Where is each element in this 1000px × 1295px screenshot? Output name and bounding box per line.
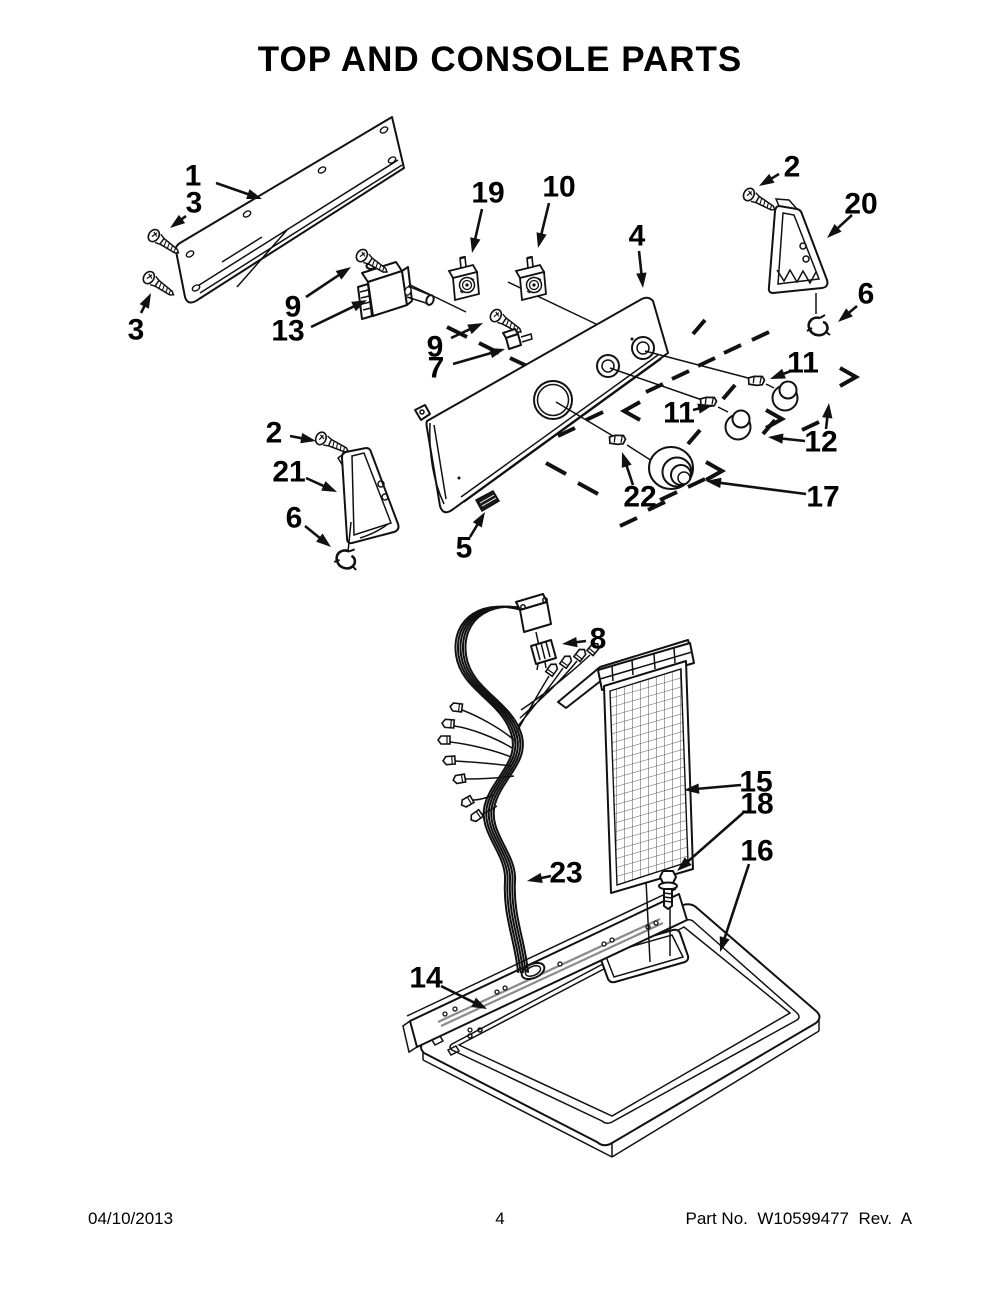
callout-part-20-9: 20 <box>827 188 878 238</box>
callout-part-2-18: 2 <box>266 417 316 450</box>
callout-part-15-23: 15 <box>684 766 773 799</box>
chevron-mark <box>705 460 727 482</box>
callout-part-19-5: 19 <box>470 177 505 253</box>
harness-terminal <box>468 808 485 824</box>
callout-part-22-16: 22 <box>621 452 657 514</box>
part-number-label: 15 <box>739 766 772 799</box>
part-number-label: 17 <box>806 481 839 514</box>
part-number-label: 6 <box>858 278 875 311</box>
callout-part-11-14: 11 <box>770 347 819 380</box>
part-number-label: 1 <box>185 160 202 193</box>
callout-part-8-22: 8 <box>562 623 606 656</box>
part-number-label: 16 <box>740 835 773 868</box>
harness-terminal <box>448 701 464 713</box>
part-number-label: 2 <box>784 151 801 184</box>
part-10-switch <box>514 255 548 302</box>
callout-part-21-19: 21 <box>272 456 337 492</box>
part-number-label: 23 <box>549 857 582 890</box>
harness-terminal <box>451 773 467 785</box>
part-number-label: 20 <box>844 188 877 221</box>
part-number-label: 21 <box>272 456 305 489</box>
part-5-nameplate <box>474 490 501 513</box>
part-number-label: 3 <box>128 314 145 347</box>
part-17-timer-knob <box>648 446 694 490</box>
callout-part-7-12: 7 <box>428 348 505 385</box>
part-number-label: 11 <box>787 347 819 380</box>
harness-terminal <box>458 794 475 810</box>
callout-part-10-6: 10 <box>536 171 576 248</box>
part-8-switch <box>515 593 557 671</box>
part-number-label: 9 <box>427 331 444 364</box>
part-number-label: 10 <box>542 171 575 204</box>
part-21-end-cap-left <box>336 447 400 553</box>
chevron-mark <box>619 400 641 422</box>
callout-part-5-21: 5 <box>456 512 485 565</box>
callout-part-18-24: 18 <box>677 788 774 871</box>
chevron-mark <box>839 366 861 388</box>
part-number-label: 19 <box>471 177 504 210</box>
part-number-label: 5 <box>456 532 473 565</box>
callout-part-6-20: 6 <box>286 502 331 547</box>
part-12-knob-right <box>771 380 799 412</box>
part-number-label: 12 <box>804 426 837 459</box>
part-number-label: 13 <box>271 315 304 348</box>
part-number-label: 22 <box>623 481 656 514</box>
part-4-console-panel <box>414 296 669 514</box>
part-19-switch <box>447 255 481 302</box>
part-number-label: 18 <box>740 788 773 821</box>
callout-part-13-4: 13 <box>271 300 367 348</box>
callout-part-6-10: 6 <box>838 278 875 322</box>
callout-part-11-13: 11 <box>663 397 713 430</box>
part-13-timer <box>357 261 435 320</box>
callout-part-1-0: 1 <box>185 160 262 199</box>
part-6-clip-left <box>332 544 361 572</box>
harness-terminal <box>441 755 457 766</box>
harness-terminal <box>558 653 574 670</box>
part-number-label: 2 <box>266 417 283 450</box>
harness-terminal <box>437 735 451 745</box>
callout-part-4-7: 4 <box>629 220 647 288</box>
part-23-wire-harness <box>437 605 602 973</box>
part-number-label: 3 <box>186 187 203 220</box>
part-12-knob-left <box>724 409 752 441</box>
callout-part-2-8: 2 <box>759 151 801 186</box>
harness-terminal <box>440 718 456 729</box>
part-number-label: 6 <box>286 502 303 535</box>
part-6-clip-right <box>805 313 832 337</box>
part-3-screw-lower <box>140 268 178 301</box>
callout-part-17-17: 17 <box>706 477 840 514</box>
callout-part-9-3: 9 <box>285 267 351 324</box>
part-11-clip-right <box>746 372 767 389</box>
part-number-label: 11 <box>663 397 695 430</box>
part-number-label: 7 <box>428 352 445 385</box>
part-number-label: 14 <box>409 962 443 995</box>
footer-part-number: Part No. W10599477 Rev. A <box>685 1209 912 1228</box>
harness-terminal <box>544 661 560 678</box>
page-title: TOP AND CONSOLE PARTS <box>257 40 743 79</box>
part-number-label: 9 <box>285 291 302 324</box>
callout-part-14-27: 14 <box>409 962 487 1009</box>
callout-part-12-15: 12 <box>768 403 838 459</box>
callout-part-3-1: 3 <box>170 187 203 228</box>
part-14-rear-bracket <box>402 888 688 1054</box>
callout-part-23-26: 23 <box>527 857 583 890</box>
footer-date: 04/10/2013 <box>88 1209 174 1228</box>
callout-part-16-25: 16 <box>719 835 774 952</box>
part-2-screw-right <box>740 185 779 216</box>
callout-part-3-2: 3 <box>128 293 151 347</box>
part-3-screw-upper <box>145 226 183 259</box>
callout-part-9-11: 9 <box>427 323 483 364</box>
part-18-screw <box>658 870 678 910</box>
part-20-end-cap-right <box>767 198 829 314</box>
dashed-assembly-lines <box>545 318 861 528</box>
part-1-rear-panel <box>174 116 405 304</box>
footer-page-number: 4 <box>495 1209 505 1228</box>
part-7-clip <box>502 328 533 350</box>
part-15-lint-screen <box>557 639 695 963</box>
part-number-label: 8 <box>590 623 607 656</box>
chevron-mark <box>765 408 787 430</box>
part-number-label: 4 <box>629 220 646 253</box>
